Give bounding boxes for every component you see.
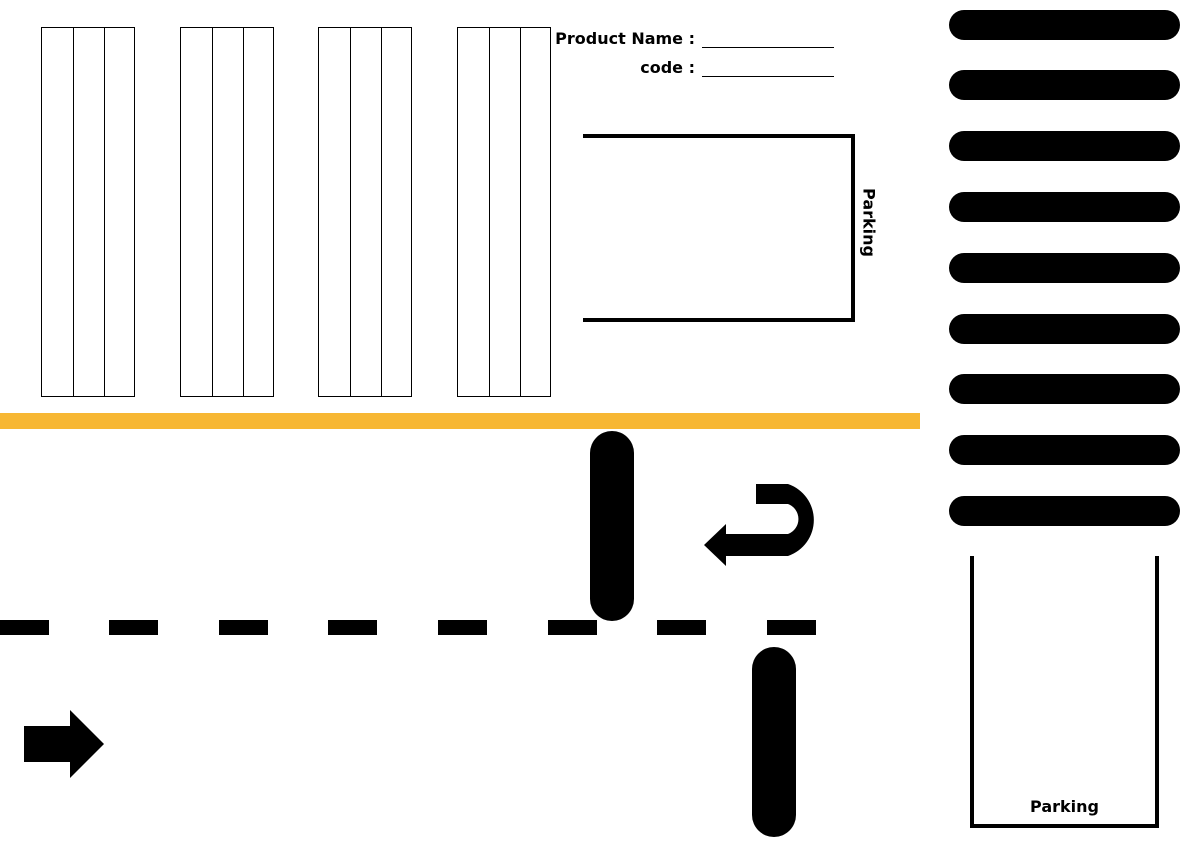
crosswalk-stripe bbox=[949, 131, 1180, 161]
stall-divider bbox=[489, 28, 490, 396]
curb-line bbox=[0, 413, 920, 429]
stall-group-1 bbox=[41, 27, 135, 397]
stall-divider bbox=[73, 28, 74, 396]
crosswalk-stripe bbox=[949, 374, 1180, 404]
lane-dash bbox=[438, 620, 487, 635]
product-name-field[interactable] bbox=[702, 47, 834, 48]
parking-bay-top bbox=[583, 134, 855, 322]
crosswalk-stripe bbox=[949, 314, 1180, 344]
stall-divider bbox=[350, 28, 351, 396]
right-arrow-icon bbox=[22, 708, 106, 780]
lane-dash bbox=[109, 620, 158, 635]
lane-dash bbox=[657, 620, 706, 635]
stall-divider bbox=[212, 28, 213, 396]
u-turn-arrow-icon bbox=[700, 480, 830, 570]
crosswalk-stripe bbox=[949, 253, 1180, 283]
crosswalk-stripe bbox=[949, 10, 1180, 40]
lane-dash bbox=[548, 620, 597, 635]
stall-divider bbox=[381, 28, 382, 396]
stall-divider bbox=[243, 28, 244, 396]
lane-dash bbox=[0, 620, 49, 635]
parking-bay-bottom-label: Parking bbox=[1030, 797, 1099, 816]
parking-bay-top-label: Parking bbox=[859, 188, 879, 257]
road-divider-lower bbox=[752, 647, 796, 837]
parking-bay-bottom bbox=[970, 556, 1159, 828]
lane-dash bbox=[328, 620, 377, 635]
crosswalk-stripe bbox=[949, 435, 1180, 465]
stall-group-3 bbox=[318, 27, 412, 397]
crosswalk-stripe bbox=[949, 70, 1180, 100]
code-label: code : bbox=[640, 58, 695, 77]
stall-group-2 bbox=[180, 27, 274, 397]
crosswalk-stripe bbox=[949, 192, 1180, 222]
road-divider-upper bbox=[590, 431, 634, 621]
product-name-label: Product Name : bbox=[555, 29, 695, 48]
stall-divider bbox=[104, 28, 105, 396]
lane-dash bbox=[767, 620, 816, 635]
crosswalk-stripe bbox=[949, 496, 1180, 526]
stall-divider bbox=[520, 28, 521, 396]
lane-dash bbox=[219, 620, 268, 635]
code-field[interactable] bbox=[702, 76, 834, 77]
stall-group-4 bbox=[457, 27, 551, 397]
